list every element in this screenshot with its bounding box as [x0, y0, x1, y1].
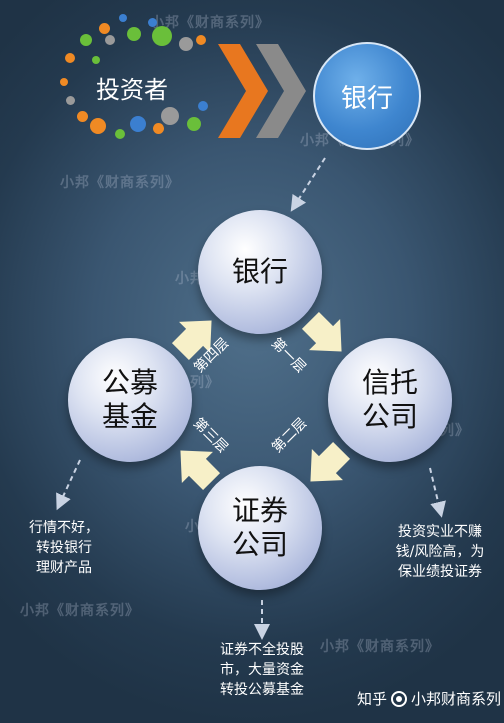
decorative-dot	[76, 110, 88, 122]
decorative-dot	[60, 78, 68, 86]
decorative-dot	[115, 129, 125, 139]
decorative-dot	[65, 95, 75, 105]
fund-node: 公募 基金	[68, 338, 192, 462]
block-arrow-icon	[180, 450, 221, 491]
trust-node-line1: 信托	[361, 366, 418, 399]
arrow-fund-to-note	[56, 459, 81, 511]
block-arrow-icon	[310, 441, 351, 482]
watermark: 小邦《财商系列》	[320, 639, 440, 655]
decorative-dot	[65, 53, 75, 63]
trust-note-line: 保业绩投证券	[398, 564, 482, 580]
decorative-dot	[152, 26, 172, 46]
securities-note-line: 转投公募基金	[220, 682, 304, 698]
fund-note-line: 转投银行	[36, 540, 92, 556]
block-arrow-icon	[301, 311, 342, 352]
decorative-dot	[90, 118, 106, 134]
investor-label: 投资者	[96, 76, 168, 104]
decorative-dot	[80, 34, 92, 46]
arrow-trust-to-note	[429, 467, 446, 518]
securities-note: 证券不全投股 市，大量资金 转投公募基金	[206, 640, 318, 700]
chevron-orange-icon	[218, 44, 268, 138]
decorative-dot	[127, 27, 141, 41]
top-bank-node: 银行	[313, 42, 421, 150]
credit-prefix: 知乎	[357, 690, 388, 708]
decorative-dot	[98, 22, 110, 34]
trust-node: 信托 公司	[328, 338, 452, 462]
trust-node-line2: 公司	[361, 400, 418, 433]
trust-note: 投资实业不赚 钱/风险高，为 保业绩投证券	[378, 522, 502, 582]
fund-note-line: 理财产品	[36, 560, 92, 576]
decorative-dot	[187, 117, 201, 131]
fund-note: 行情不好， 转投银行 理财产品	[14, 518, 114, 578]
bank-node-label: 银行	[231, 255, 288, 288]
fund-note-line: 行情不好，	[29, 520, 99, 536]
decorative-dot	[198, 101, 208, 111]
bank-node: 银行	[198, 210, 322, 334]
securities-node-line2: 公司	[231, 528, 288, 561]
block-arrow-icon	[171, 320, 212, 361]
decorative-dot	[161, 107, 179, 125]
watermark: 小邦《财商系列》	[20, 603, 140, 619]
trust-note-line: 钱/风险高，为	[395, 544, 485, 560]
securities-note-line: 市，大量资金	[220, 662, 304, 678]
decorative-dot	[152, 122, 164, 134]
securities-node: 证券 公司	[198, 466, 322, 590]
decorative-dot	[92, 56, 100, 64]
decorative-dot	[196, 35, 206, 45]
fund-node-line2: 基金	[101, 400, 158, 433]
watermark: 小邦《财商系列》	[150, 15, 270, 31]
decorative-dot	[179, 37, 193, 51]
securities-note-line: 证券不全投股	[220, 642, 304, 658]
credit-name: 小邦财商系列	[411, 690, 502, 708]
decorative-dot	[119, 14, 127, 22]
trust-note-line: 投资实业不赚	[398, 524, 482, 540]
securities-node-line1: 证券	[231, 494, 288, 527]
at-icon	[391, 691, 408, 707]
source-credit: 知乎 小邦财商系列	[357, 688, 501, 709]
watermark: 小邦《财商系列》	[60, 175, 180, 191]
arrow-topbank-to-bank	[290, 157, 326, 212]
decorative-dot	[147, 17, 157, 27]
decorative-dot	[130, 116, 146, 132]
chevron-grey-icon	[256, 44, 306, 138]
fund-node-line1: 公募	[101, 366, 158, 399]
decorative-dot	[105, 35, 115, 45]
